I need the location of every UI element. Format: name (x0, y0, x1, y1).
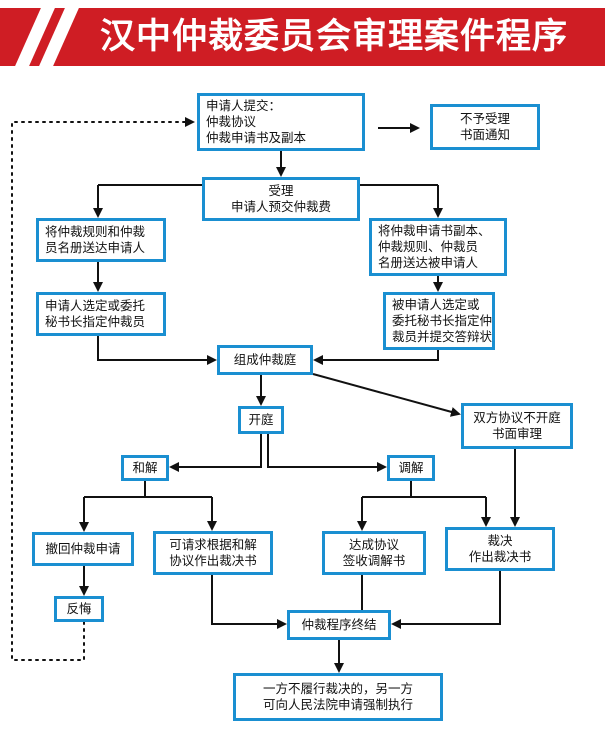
award-line-2: 作出裁决书 (468, 549, 532, 564)
end-line-1: 仲裁程序终结 (301, 617, 377, 632)
written-review-line-2: 书面审理 (491, 426, 542, 441)
node-award: 裁决作出裁决书 (445, 527, 555, 571)
node-settlement: 和解 (121, 455, 169, 481)
applicant-select-line-2: 秘书长指定仲裁员 (45, 314, 146, 329)
page-title: 汉中仲裁委员会审理案件程序 (100, 17, 569, 57)
node-hearing: 开庭 (238, 406, 284, 434)
apply-line-2: 仲裁协议 (206, 114, 257, 129)
enforce-line-2: 可向人民法院申请强制执行 (262, 697, 413, 712)
arrow-hearing-to-settlement (169, 448, 262, 472)
mediation-line-1: 调解 (398, 460, 424, 475)
node-apply: 申请人提交：仲裁协议仲裁申请书及副本 (197, 93, 365, 151)
accept-line-2: 申请人预交仲裁费 (230, 199, 331, 214)
reject-line-2: 书面通知 (459, 127, 510, 142)
arrow-respondent-select-to-tribunal (313, 350, 439, 365)
applicant-select-line-1: 申请人选定或委托 (45, 298, 146, 313)
respondent-select-line-2: 委托秘书长指定仲 (392, 313, 493, 328)
award-on-settlement-line-2: 协议作出裁决书 (169, 553, 257, 568)
reject-line-1: 不予受理 (459, 111, 510, 126)
mediation-agreement-line-2: 签收调解书 (342, 553, 406, 568)
withdraw-line-1: 撤回仲裁申请 (45, 541, 121, 556)
respondent-select-line-1: 被申请人选定或 (392, 297, 480, 312)
arrow-applicant-select-to-tribunal (97, 336, 217, 365)
node-applicant-select: 申请人选定或委托秘书长指定仲裁员 (36, 292, 166, 336)
arrow-award-to-end (391, 571, 501, 629)
award-on-settlement-line-1: 可请求根据和解 (169, 537, 257, 552)
node-enforce: 一方不履行裁决的，另一方可向人民法院申请强制执行 (233, 673, 443, 721)
node-send-to-respondent: 将仲裁申请书副本、仲裁规则、仲裁员名册送达被申请人 (369, 218, 507, 276)
arrow-award-on-settlement-to-end (211, 575, 287, 629)
hearing-line-1: 开庭 (248, 412, 274, 427)
dotted-repent-to-apply (11, 117, 195, 661)
title-banner: 汉中仲裁委员会审理案件程序 (0, 8, 605, 66)
award-line-1: 裁决 (487, 533, 513, 548)
respondent-select-line-3: 裁员并提交答辩状 (392, 329, 493, 344)
enforce-line-1: 一方不履行裁决的，另一方 (262, 681, 413, 696)
arrow-tribunal-to-written-review (312, 373, 461, 417)
apply-line-3: 仲裁申请书及副本 (206, 130, 307, 145)
tribunal-line-1: 组成仲裁庭 (233, 352, 297, 367)
node-repent: 反悔 (54, 596, 104, 622)
node-reject: 不予受理书面通知 (430, 104, 540, 150)
accept-line-1: 受理 (268, 183, 294, 198)
send-to-respondent-line-1: 将仲裁申请书副本、 (378, 223, 491, 238)
mediation-agreement-line-1: 达成协议 (348, 537, 399, 552)
send-to-respondent-line-3: 名册送达被申请人 (378, 255, 479, 270)
node-end: 仲裁程序终结 (287, 610, 391, 640)
node-written-review: 双方协议不开庭书面审理 (461, 403, 573, 449)
node-respondent-select: 被申请人选定或委托秘书长指定仲裁员并提交答辩状 (383, 292, 495, 350)
node-award-on-settlement: 可请求根据和解协议作出裁决书 (153, 531, 273, 575)
node-send-rules-applicant: 将仲裁规则和仲裁员名册送达申请人 (36, 218, 166, 262)
send-to-respondent-line-2: 仲裁规则、仲裁员 (378, 239, 479, 254)
send-rules-applicant-line-2: 员名册送达申请人 (45, 240, 146, 255)
arrow-hearing-to-mediation (267, 434, 387, 472)
repent-line-1: 反悔 (66, 601, 92, 616)
node-withdraw: 撤回仲裁申请 (32, 532, 134, 566)
send-rules-applicant-line-1: 将仲裁规则和仲裁 (45, 224, 146, 239)
node-mediation-agreement: 达成协议签收调解书 (322, 531, 426, 575)
settlement-line-1: 和解 (132, 460, 158, 475)
apply-line-1: 申请人提交： (206, 98, 282, 113)
node-mediation: 调解 (387, 455, 435, 481)
node-tribunal: 组成仲裁庭 (217, 345, 313, 375)
written-review-line-1: 双方协议不开庭 (473, 410, 561, 425)
node-accept: 受理申请人预交仲裁费 (202, 177, 360, 221)
